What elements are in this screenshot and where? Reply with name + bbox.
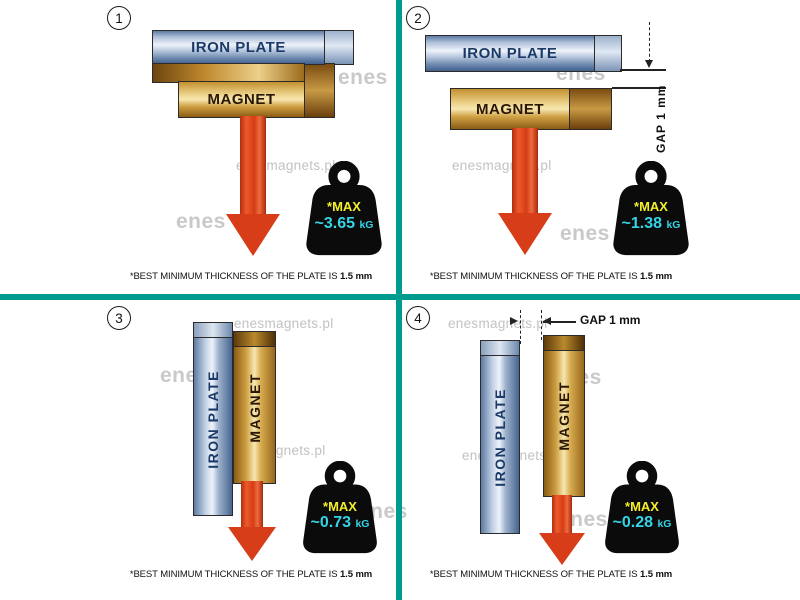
magnet-label: MAGNET — [476, 100, 544, 118]
max-label: *MAX — [327, 199, 361, 215]
arrow-shaft — [512, 128, 538, 213]
arrow-head — [228, 527, 276, 561]
force-number: ~0.73 — [310, 513, 351, 531]
gap-extension-line — [620, 69, 666, 71]
caption: *BEST MINIMUM THICKNESS OF THE PLATE IS … — [424, 271, 678, 282]
force-unit: kG — [657, 517, 672, 530]
caption-bold: 1.5 mm — [640, 569, 673, 580]
force-value: ~3.65 kG — [305, 214, 383, 232]
iron-plate: IRON PLATE — [480, 340, 520, 534]
caption: *BEST MINIMUM THICKNESS OF THE PLATE IS … — [124, 569, 378, 580]
iron-plate-label: IRON PLATE — [492, 387, 508, 487]
force-value: ~0.28 kG — [604, 513, 680, 531]
magnet-label: MAGNET — [246, 372, 263, 443]
enes-logo: enes — [560, 222, 610, 245]
force-value: ~0.73 kG — [302, 513, 378, 531]
gap-extension-line — [612, 87, 666, 89]
arrow-head — [226, 214, 280, 256]
gap-dimension-line — [541, 310, 542, 340]
magnet-top-face — [544, 336, 584, 351]
iron-plate-label: IRON PLATE — [191, 39, 286, 56]
gap-label: GAP 1 mm — [580, 313, 641, 327]
gap-dimension-line — [520, 310, 521, 344]
enes-logo: enes — [176, 210, 226, 233]
divider-horizontal — [0, 294, 800, 300]
magnet-top-face — [152, 63, 305, 83]
caption-bold: 1.5 mm — [340, 569, 373, 580]
magnet-label: MAGNET — [556, 381, 572, 451]
step-number-3: 3 — [107, 306, 131, 330]
caption-text: *BEST MINIMUM THICKNESS OF THE PLATE IS — [429, 271, 638, 282]
pull-arrow — [228, 481, 276, 561]
gap-arrow-icon — [645, 60, 653, 68]
max-label: *MAX — [323, 498, 357, 514]
force-number: ~0.28 — [612, 513, 653, 531]
iron-plate: IRON PLATE — [193, 322, 233, 516]
kettlebell-icon — [613, 161, 689, 256]
magnet: MAGNET — [543, 335, 585, 497]
gap-arrow-icon — [510, 317, 518, 325]
magnet: MAGNET — [178, 81, 305, 118]
iron-plate-top-face — [481, 341, 519, 356]
iron-plate-top-face — [194, 323, 232, 338]
weight-icon: *MAX ~1.38 kG — [612, 161, 690, 257]
pull-arrow — [539, 495, 585, 565]
caption-bold: 1.5 mm — [340, 271, 373, 282]
weight-icon: *MAX ~0.73 kG — [302, 461, 378, 555]
caption: *BEST MINIMUM THICKNESS OF THE PLATE IS … — [124, 271, 378, 282]
step-number-1: 1 — [107, 6, 131, 30]
magnet-label: MAGNET — [207, 91, 276, 108]
force-unit: kG — [666, 218, 681, 231]
arrow-head — [539, 533, 585, 565]
max-label: *MAX — [634, 199, 668, 215]
magnet-top-face — [234, 332, 275, 347]
gap-leader-line — [543, 321, 576, 323]
iron-plate-end-face — [322, 30, 354, 65]
iron-plate-label: IRON PLATE — [205, 369, 221, 469]
kettlebell-icon — [303, 461, 377, 554]
weight-icon: *MAX ~0.28 kG — [604, 461, 680, 555]
caption-bold: 1.5 mm — [640, 271, 673, 282]
iron-plate-end-face — [593, 35, 622, 72]
force-unit: kG — [355, 517, 370, 530]
iron-plate: IRON PLATE — [425, 35, 595, 72]
arrow-head — [498, 213, 552, 255]
force-number: ~3.65 — [314, 214, 355, 232]
caption: *BEST MINIMUM THICKNESS OF THE PLATE IS … — [424, 569, 678, 580]
arrow-shaft — [241, 481, 263, 527]
iron-plate-label: IRON PLATE — [462, 45, 558, 62]
magnet: MAGNET — [233, 331, 276, 484]
magnet-end-face — [302, 63, 335, 118]
gap-arrow-icon — [543, 317, 551, 325]
force-unit: kG — [359, 218, 374, 231]
weight-icon: *MAX ~3.65 kG — [305, 161, 383, 257]
magnet: MAGNET — [450, 88, 570, 130]
watermark-site: enesmagnets.pl — [448, 316, 548, 331]
gap-dimension-line — [649, 22, 650, 62]
pull-arrow — [498, 128, 552, 255]
step-number-2: 2 — [406, 6, 430, 30]
arrow-shaft — [552, 495, 572, 533]
iron-plate: IRON PLATE — [152, 30, 325, 65]
magnet-end-face — [568, 88, 612, 130]
force-number: ~1.38 — [621, 214, 662, 232]
arrow-shaft — [240, 116, 266, 214]
caption-text: *BEST MINIMUM THICKNESS OF THE PLATE IS — [129, 569, 338, 580]
pull-arrow — [226, 116, 280, 256]
caption-text: *BEST MINIMUM THICKNESS OF THE PLATE IS — [129, 271, 338, 282]
divider-vertical — [396, 0, 402, 600]
force-value: ~1.38 kG — [612, 214, 690, 232]
enes-logo: enes — [338, 66, 388, 89]
watermark-site: enesmagnets.pl — [234, 316, 334, 331]
caption-text: *BEST MINIMUM THICKNESS OF THE PLATE IS — [429, 569, 638, 580]
gap-label: GAP 1 mm — [654, 84, 668, 153]
kettlebell-icon — [605, 461, 679, 554]
step-number-4: 4 — [406, 306, 430, 330]
max-label: *MAX — [625, 498, 659, 514]
kettlebell-icon — [306, 161, 382, 256]
